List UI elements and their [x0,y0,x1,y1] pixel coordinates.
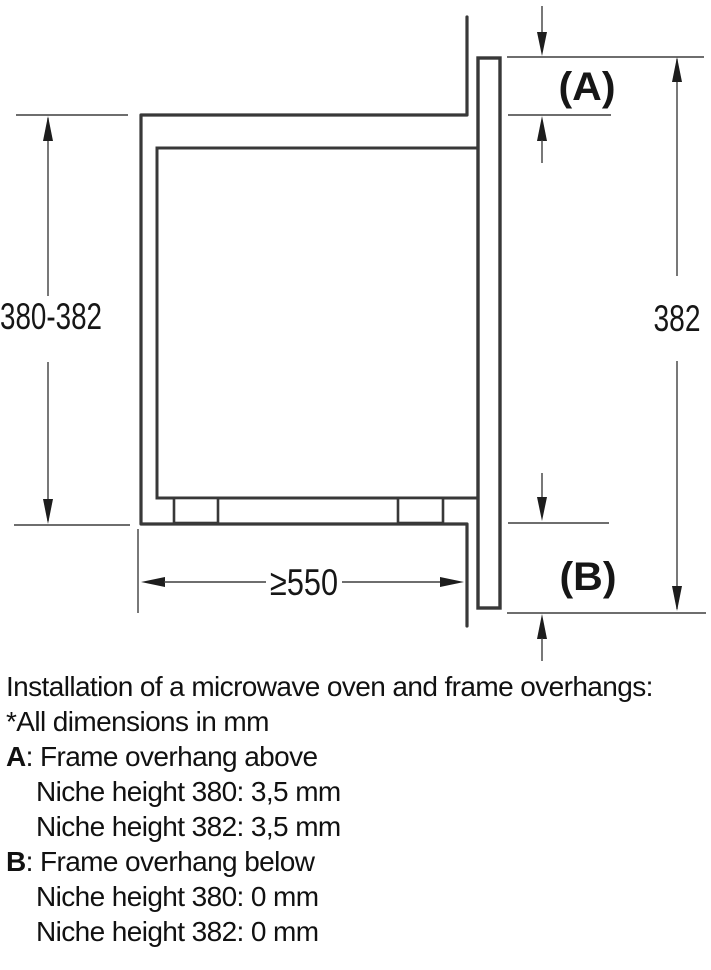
dimension-min-depth [137,529,464,613]
dimension-overhang-below [507,473,706,661]
microwave-installation-drawing: 380-382 (A) 382 ≥550 [0,6,706,661]
notes-block: Installation of a microwave oven and fra… [6,669,653,949]
microwave-foot-left [172,496,220,525]
note-a-text: : Frame overhang above [25,741,318,772]
note-b-line-1: Niche height 380: 0 mm [36,881,319,912]
note-b-heading: B: Frame overhang below [6,844,653,879]
arrow-up-icon [672,57,682,82]
note-title: Installation of a microwave oven and fra… [6,671,653,702]
note-b-text: : Frame overhang below [25,846,315,877]
overhang-below-label: (B) [560,555,617,599]
arrow-down-icon [672,586,682,611]
min-depth-value: ≥550 [270,562,338,603]
niche-outline [139,15,469,628]
note-b-line-2: Niche height 382: 0 mm [36,916,319,947]
dimension-niche-height [14,114,130,526]
niche-height-value: 380-382 [0,296,102,337]
dimension-overhang-above [507,6,704,163]
arrow-down-icon [537,32,547,56]
dimension-frame-height [672,57,682,611]
note-b-key: B [6,846,26,877]
arrow-up-icon [43,116,53,141]
arrow-down-icon [43,499,53,524]
microwave-body [155,146,480,500]
note-units: *All dimensions in mm [6,706,269,737]
arrow-up-icon [537,614,547,639]
note-a-line-1: Niche height 380: 3,5 mm [36,776,341,807]
note-a-line-2: Niche height 382: 3,5 mm [36,811,341,842]
frame-panel [476,56,502,610]
arrow-right-icon [440,577,464,587]
arrow-down-icon [537,497,547,521]
arrow-left-icon [141,577,165,587]
note-a-key: A [6,741,26,772]
overhang-above-label: (A) [559,65,616,109]
microwave-foot-right [396,496,445,525]
arrow-up-icon [537,116,547,141]
note-a-heading: A: Frame overhang above [6,739,653,774]
frame-height-value: 382 [654,298,701,339]
